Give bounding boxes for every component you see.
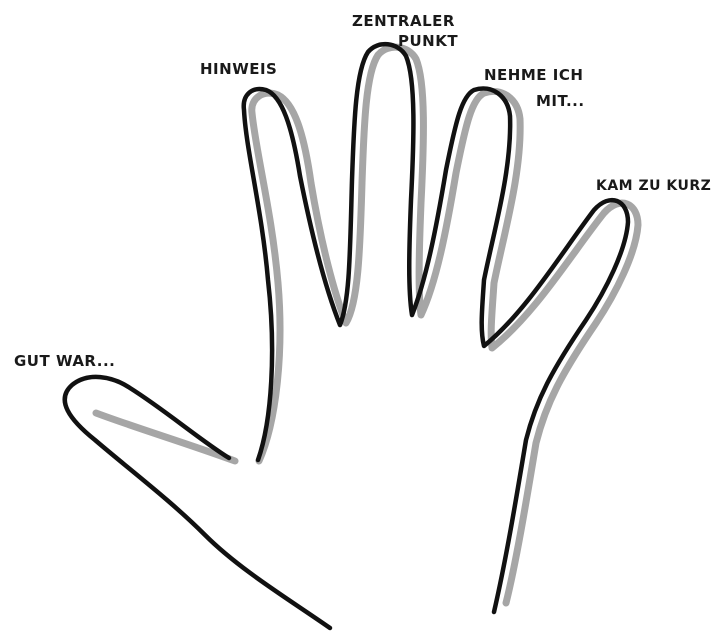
label-ring-line1: NEHME ICH <box>484 66 583 84</box>
label-middle-line2: PUNKT <box>398 32 458 50</box>
label-pinky: KAM ZU KURZ <box>596 178 711 194</box>
label-ring-line2: MIT... <box>536 92 585 110</box>
hand-outline <box>65 44 628 628</box>
label-thumb: GUT WAR... <box>14 352 115 370</box>
hand-shadow <box>96 47 638 603</box>
label-middle-line1: ZENTRALER <box>352 12 455 30</box>
label-index: HINWEIS <box>200 60 277 78</box>
